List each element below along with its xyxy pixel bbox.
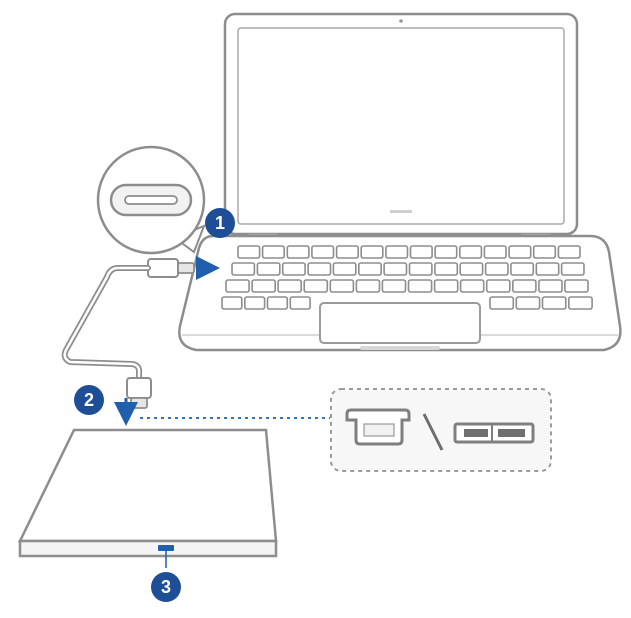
step-badge-1: 1 xyxy=(205,208,235,238)
keyboard-key xyxy=(303,279,329,293)
usb-a-inner xyxy=(363,423,395,437)
keyboard-key xyxy=(357,262,382,276)
eject-button-icon xyxy=(158,545,174,551)
micro-b-shape xyxy=(453,422,535,444)
keyboard-key xyxy=(560,262,585,276)
keyboard-key xyxy=(237,245,261,259)
keyboard-key xyxy=(511,279,537,293)
keyboard-key xyxy=(532,245,557,259)
step-badge-3-circle xyxy=(151,572,181,602)
micro-b-contact-left xyxy=(464,429,488,437)
keyboard-key xyxy=(407,279,433,293)
step-badge-3: 3 xyxy=(151,572,181,602)
keyboard-key xyxy=(225,279,250,293)
usb-c-port-callout xyxy=(96,145,206,255)
keyboard-key xyxy=(567,296,593,310)
keyboard-key xyxy=(355,279,381,293)
keyboard-key xyxy=(459,279,485,293)
camera-icon xyxy=(399,19,403,23)
usb-c-plug-tip xyxy=(177,262,195,274)
keyboard-key xyxy=(360,245,384,259)
keyboard-key xyxy=(286,245,310,259)
usb-a-connector-icon xyxy=(345,408,411,446)
usb-c-plug xyxy=(147,258,179,278)
step-label-3: 3 xyxy=(161,577,171,597)
usb-c-port-tongue xyxy=(124,195,178,205)
keyboard-key xyxy=(289,296,311,310)
or-slash xyxy=(422,413,444,451)
keyboard-key xyxy=(381,279,407,293)
laptop-screen xyxy=(237,27,565,225)
keyboard-key xyxy=(244,296,266,310)
keyboard-key xyxy=(510,262,535,276)
touchpad xyxy=(319,302,481,344)
micro-b-contact-right xyxy=(498,429,525,437)
keyboard-key xyxy=(508,245,532,259)
keyboard-key xyxy=(383,262,408,276)
drive-plug xyxy=(126,377,152,399)
drive-top xyxy=(18,428,278,543)
cable-wire-highlight xyxy=(63,266,150,382)
keyboard-key xyxy=(266,296,289,310)
keyboard-key xyxy=(332,262,357,276)
step-badge-2: 2 xyxy=(74,385,104,415)
keyboard-key xyxy=(221,296,243,310)
keyboard-key xyxy=(538,279,563,293)
keyboard-key xyxy=(485,279,511,293)
keyboard-key xyxy=(433,279,459,293)
keyboard-key xyxy=(311,245,335,259)
keyboard xyxy=(221,245,593,310)
keyboard-key xyxy=(256,262,281,276)
keyboard-key xyxy=(261,245,286,259)
keyboard-key xyxy=(484,262,509,276)
keyboard-key xyxy=(434,245,458,259)
laptop-icon xyxy=(178,12,622,352)
keyboard-key xyxy=(409,245,433,259)
step-badge-1-circle xyxy=(205,208,235,238)
base-front-notch xyxy=(360,346,440,350)
keyboard-key xyxy=(385,245,409,259)
laptop-logo xyxy=(390,210,412,213)
keyboard-key xyxy=(231,262,256,276)
keyboard-key xyxy=(434,262,459,276)
usb-cable xyxy=(61,256,220,426)
keyboard-key xyxy=(483,245,507,259)
keyboard-key xyxy=(329,279,355,293)
keyboard-key xyxy=(251,279,277,293)
keyboard-key xyxy=(515,296,541,310)
keyboard-key xyxy=(307,262,332,276)
keyboard-key xyxy=(557,245,581,259)
keyboard-key xyxy=(277,279,303,293)
step-label-1: 1 xyxy=(215,213,225,233)
keyboard-key xyxy=(459,262,484,276)
keyboard-key xyxy=(281,262,306,276)
usb-micro-b-connector-icon xyxy=(453,422,535,444)
drive-plug-tip xyxy=(130,397,148,409)
drive-front xyxy=(18,539,278,558)
keyboard-key xyxy=(458,245,483,259)
keyboard-key xyxy=(489,296,515,310)
connector-types-box xyxy=(330,388,552,472)
keyboard-key xyxy=(335,245,360,259)
keyboard-key xyxy=(535,262,560,276)
optical-drive-icon xyxy=(18,428,278,568)
step-badge-2-circle xyxy=(74,385,104,415)
keyboard-key xyxy=(541,296,567,310)
keyboard-key xyxy=(408,262,433,276)
keyboard-key xyxy=(564,279,589,293)
step-label-2: 2 xyxy=(84,390,94,410)
